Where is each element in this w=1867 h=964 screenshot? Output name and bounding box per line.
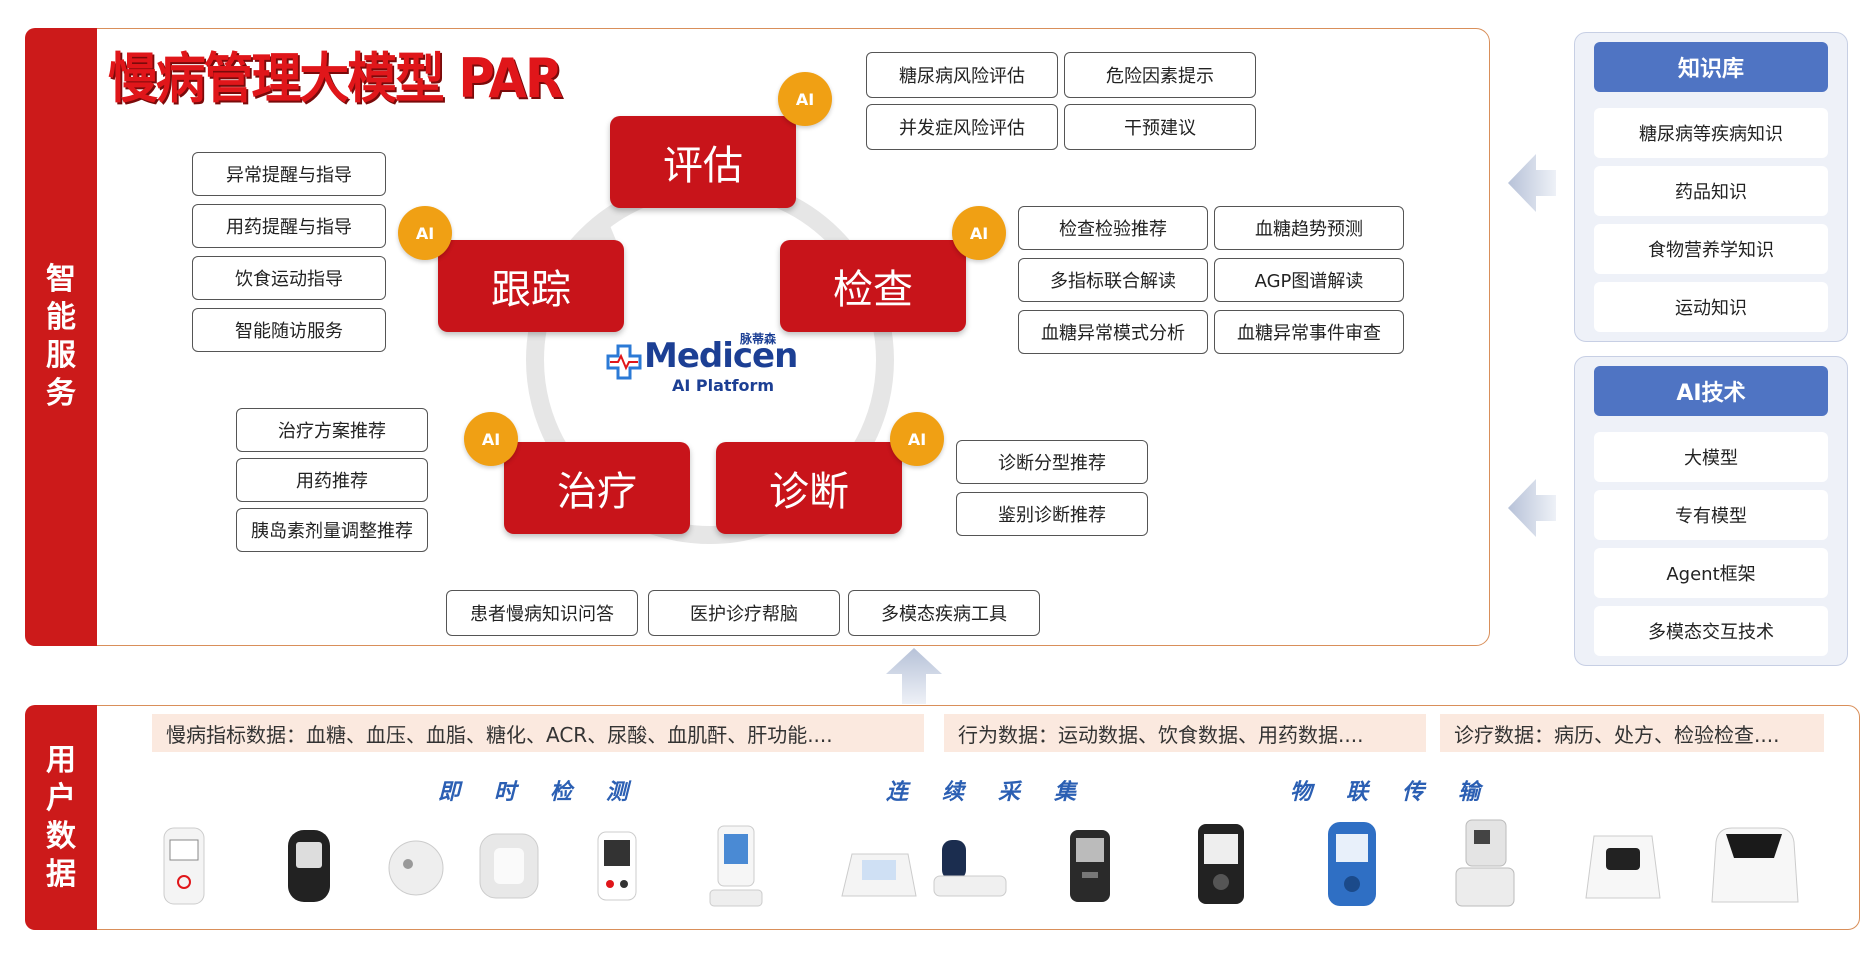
ai-tech-title: AI技术 bbox=[1594, 366, 1828, 416]
category-label: 连续采集 bbox=[886, 780, 1111, 805]
data-chip: 行为数据：运动数据、饮食数据、用药数据.... bbox=[944, 714, 1426, 752]
smart-meter-icon bbox=[1198, 824, 1244, 904]
benchtop-analyzer-icon bbox=[1585, 835, 1661, 899]
assess-item[interactable]: 并发症风险评估 bbox=[866, 104, 1058, 150]
glucose-meter-icon bbox=[163, 827, 205, 905]
knowledge-item[interactable]: 药品知识 bbox=[1594, 166, 1828, 216]
check-item[interactable]: 多指标联合解读 bbox=[1018, 258, 1208, 302]
stage-diagnose[interactable]: 诊断 bbox=[716, 442, 902, 534]
check-item[interactable]: 血糖异常事件审查 bbox=[1214, 310, 1404, 354]
ai-badge-icon: AI bbox=[952, 206, 1006, 260]
medicen-logo: 脉蒂森 Medicen AI Platform bbox=[604, 330, 798, 400]
track-item[interactable]: 智能随访服务 bbox=[192, 308, 386, 352]
ai-badge-icon: AI bbox=[398, 206, 452, 260]
bottom-item[interactable]: 患者慢病知识问答 bbox=[446, 590, 638, 636]
knowledge-item[interactable]: 糖尿病等疾病知识 bbox=[1594, 108, 1828, 158]
stage-check[interactable]: 检查 bbox=[780, 240, 966, 332]
panel-title: 慢病管理大模型 PAR bbox=[108, 47, 563, 110]
stage-treat[interactable]: 治疗 bbox=[504, 442, 690, 534]
arrow-left-icon bbox=[1508, 479, 1556, 537]
check-item[interactable]: 血糖趋势预测 bbox=[1214, 206, 1404, 250]
treat-item[interactable]: 用药推荐 bbox=[236, 458, 428, 502]
knowledge-title: 知识库 bbox=[1594, 42, 1828, 92]
ai-badge-icon: AI bbox=[464, 412, 518, 466]
ai-badge-icon: AI bbox=[890, 412, 944, 466]
ai-tech-item[interactable]: 大模型 bbox=[1594, 432, 1828, 482]
category-label: 即时检测 bbox=[438, 780, 663, 805]
assess-item[interactable]: 危险因素提示 bbox=[1064, 52, 1256, 98]
diagnose-item[interactable]: 诊断分型推荐 bbox=[956, 440, 1148, 484]
service-side-label: 智能服务 bbox=[25, 28, 97, 646]
medical-cross-icon bbox=[606, 344, 642, 380]
lab-analyzer-icon bbox=[1455, 819, 1515, 907]
check-item[interactable]: 血糖异常模式分析 bbox=[1018, 310, 1208, 354]
track-item[interactable]: 用药提醒与指导 bbox=[192, 204, 386, 248]
ai-tech-item[interactable]: 专有模型 bbox=[1594, 490, 1828, 540]
bp-monitor-icon bbox=[841, 853, 917, 897]
blue-meter-icon bbox=[1328, 822, 1376, 906]
bottom-item[interactable]: 医护诊疗帮脑 bbox=[648, 590, 840, 636]
stage-assess[interactable]: 评估 bbox=[610, 116, 796, 208]
track-item[interactable]: 饮食运动指导 bbox=[192, 256, 386, 300]
user-data-side-label: 用户数据 bbox=[25, 705, 97, 930]
analyzer-icon bbox=[709, 825, 763, 907]
glucometer-black-icon bbox=[288, 830, 330, 902]
knowledge-item[interactable]: 食物营养学知识 bbox=[1594, 224, 1828, 274]
handheld-meter-icon bbox=[597, 831, 637, 901]
cgm-sensor-icon bbox=[388, 840, 444, 896]
track-item[interactable]: 异常提醒与指导 bbox=[192, 152, 386, 196]
cgm-reader-icon bbox=[479, 833, 539, 899]
data-chip: 诊疗数据：病历、处方、检验检查.... bbox=[1440, 714, 1824, 752]
treat-item[interactable]: 胰岛素剂量调整推荐 bbox=[236, 508, 428, 552]
knowledge-item[interactable]: 运动知识 bbox=[1594, 282, 1828, 332]
glucometer-dark-icon bbox=[1070, 830, 1110, 902]
ai-badge-icon: AI bbox=[778, 72, 832, 126]
check-item[interactable]: AGP图谱解读 bbox=[1214, 258, 1404, 302]
category-label: 物联传输 bbox=[1290, 780, 1515, 805]
stage-track[interactable]: 跟踪 bbox=[438, 240, 624, 332]
treat-item[interactable]: 治疗方案推荐 bbox=[236, 408, 428, 452]
diagnose-item[interactable]: 鉴别诊断推荐 bbox=[956, 492, 1148, 536]
bottom-item[interactable]: 多模态疾病工具 bbox=[848, 590, 1040, 636]
assess-item[interactable]: 干预建议 bbox=[1064, 104, 1256, 150]
ai-tech-item[interactable]: 多模态交互技术 bbox=[1594, 606, 1828, 656]
arrow-up-icon bbox=[886, 648, 942, 704]
hba1c-analyzer-icon bbox=[1711, 827, 1799, 903]
check-item[interactable]: 检查检验推荐 bbox=[1018, 206, 1208, 250]
arrow-left-icon bbox=[1508, 154, 1556, 212]
cgm-station-icon bbox=[933, 840, 1007, 897]
data-chip: 慢病指标数据：血糖、血压、血脂、糖化、ACR、尿酸、血肌酐、肝功能.... bbox=[152, 714, 924, 752]
ai-tech-item[interactable]: Agent框架 bbox=[1594, 548, 1828, 598]
assess-item[interactable]: 糖尿病风险评估 bbox=[866, 52, 1058, 98]
